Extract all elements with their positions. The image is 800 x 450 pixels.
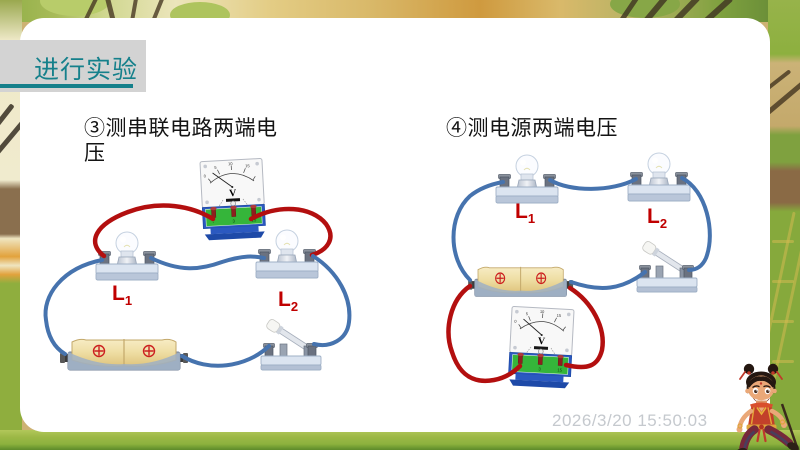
right-lamp1-label: L1 <box>515 200 536 227</box>
left-circuit <box>43 157 352 371</box>
background-left-band <box>0 0 22 450</box>
left-lamp-2 <box>255 229 319 279</box>
badge-label: 进行实验 <box>34 56 139 84</box>
right-switch <box>636 239 698 293</box>
right-circuit <box>446 152 712 390</box>
right-wire-blue-3 <box>680 176 712 272</box>
left-wire-blue-3 <box>180 344 271 368</box>
right-wire-red-2 <box>563 285 605 370</box>
badge-underline <box>0 84 133 88</box>
ladder-decoration <box>772 320 794 323</box>
right-battery <box>467 266 574 297</box>
left-lamp1-label: L1 <box>112 282 133 309</box>
right-wire-blue-1 <box>451 180 505 282</box>
left-lamp2-label: L2 <box>278 288 299 315</box>
left-switch <box>260 317 322 371</box>
left-wire-blue-2 <box>43 258 104 356</box>
leaf-decoration <box>170 2 230 22</box>
right-wire-blue-2 <box>548 177 638 191</box>
nezha-character <box>735 363 800 450</box>
background-right-band <box>768 0 800 450</box>
ladder-decoration <box>772 240 794 243</box>
left-battery <box>59 338 189 371</box>
ladder-decoration <box>772 360 794 363</box>
left-wire-blue-1 <box>149 254 266 271</box>
title-badge: 进行实验 <box>0 40 146 92</box>
left-wire-red-2 <box>248 206 333 258</box>
right-lamp2-label: L2 <box>647 205 668 232</box>
grass-band <box>0 430 800 450</box>
right-wire-blue-4 <box>569 270 647 290</box>
right-circuit-heading: ④测电源两端电压 <box>446 117 618 140</box>
left-wire-blue-4 <box>311 254 352 347</box>
left-wire-red-1 <box>92 203 216 259</box>
ladder-decoration <box>772 280 794 283</box>
timestamp: 2026/3/20 15:50:03 <box>552 411 708 430</box>
left-voltmeter <box>199 157 267 242</box>
left-circuit-heading: ③测串联电路两端电压 <box>84 117 278 165</box>
right-voltmeter <box>507 305 575 390</box>
background-top-band <box>0 0 800 22</box>
right-wire-red-1 <box>446 283 523 384</box>
